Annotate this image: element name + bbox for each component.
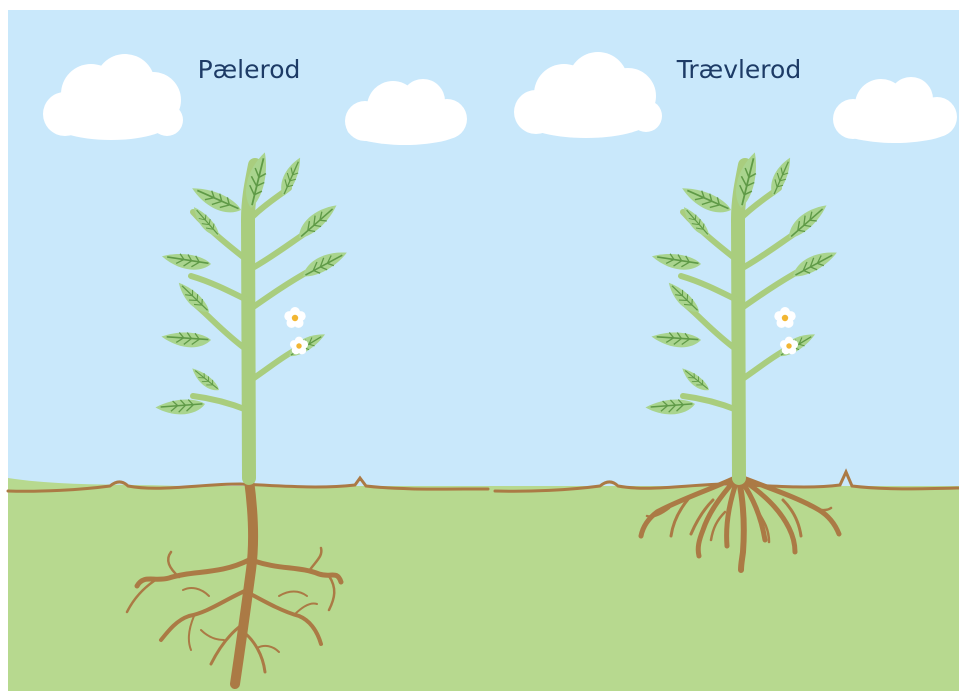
fibrous-root-label: Trævlerod (676, 55, 801, 84)
taproot-label: Pælerod (198, 55, 301, 84)
